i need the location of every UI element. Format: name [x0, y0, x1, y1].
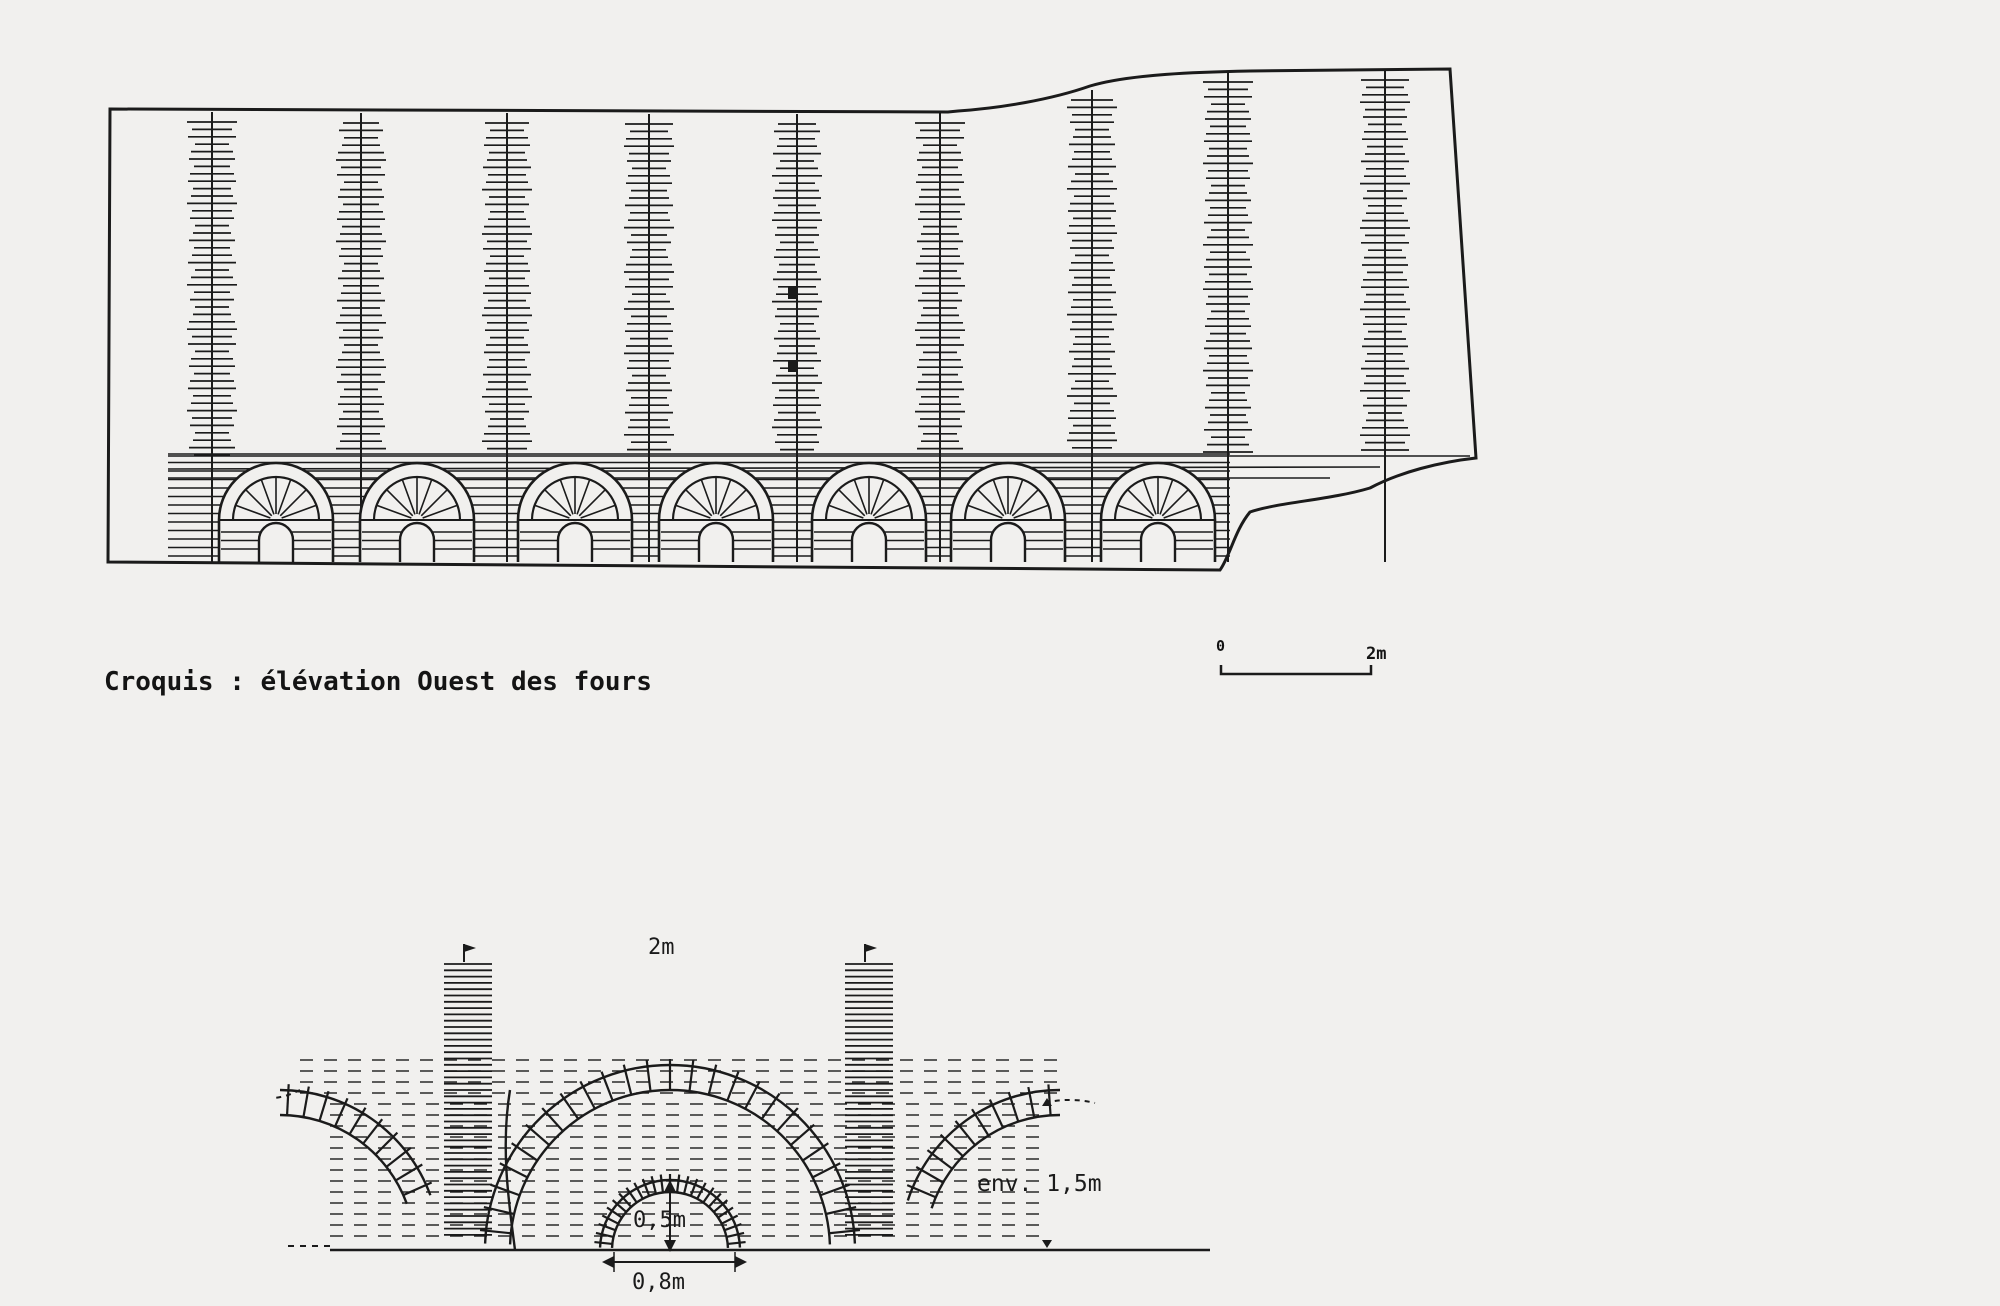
- scale-bar: 0 2m: [1216, 637, 1386, 676]
- door-opening: [1139, 521, 1177, 562]
- right-vault: [906, 1084, 1061, 1209]
- west-elevation-drawing: [106, 67, 1478, 572]
- scale-bar-end-label: 2m: [1366, 644, 1386, 664]
- arch-outline: [949, 461, 1067, 562]
- arch-outline: [657, 461, 775, 562]
- oven-arch: [810, 461, 928, 562]
- door-opening: [989, 521, 1027, 562]
- pillar: [915, 113, 965, 562]
- left-vault: [279, 1084, 433, 1205]
- oven-arches: [217, 461, 1217, 562]
- elevation-outline: [106, 67, 1478, 572]
- oven-arch: [358, 461, 476, 562]
- oven-arch: [657, 461, 775, 562]
- bolt-mark-lower: [788, 360, 797, 372]
- arch-outline: [516, 461, 634, 562]
- chimney: [845, 944, 893, 1236]
- right-vault-dotted-extension: [1044, 1099, 1096, 1104]
- section-top-dimension-label: 2m: [648, 935, 675, 960]
- chimney-flag: [464, 944, 476, 952]
- door-opening: [850, 521, 888, 562]
- arch-outline: [358, 461, 476, 562]
- left-vault-dotted-extension: [271, 1089, 301, 1099]
- opening-width-label: 0,8m: [632, 1270, 685, 1295]
- door-opening: [257, 521, 295, 562]
- bolt-mark-upper: [788, 287, 797, 299]
- pillar: [1203, 72, 1253, 562]
- oven-arch: [217, 461, 335, 562]
- opening-height-label: 0,5m: [633, 1208, 686, 1233]
- pillar: [624, 114, 674, 562]
- pillar: [1067, 90, 1117, 562]
- oven-arch: [516, 461, 634, 562]
- drawing-caption: Croquis : élévation Ouest des fours: [104, 667, 652, 697]
- pillar: [772, 114, 822, 562]
- chimney: [444, 944, 492, 1236]
- height-dimension: [1042, 1098, 1052, 1248]
- pillar: [1360, 70, 1410, 562]
- section-height-label: env. 1,5m: [977, 1171, 1102, 1197]
- opening-width-dimension: [602, 1252, 747, 1272]
- central-vault: [479, 1059, 861, 1245]
- door-opening: [398, 521, 436, 562]
- pillar: [336, 113, 386, 562]
- oven-arch: [949, 461, 1067, 562]
- arch-outline: [1099, 461, 1217, 562]
- oven-arch: [1099, 461, 1217, 562]
- door-opening: [697, 521, 735, 562]
- section-vaults: [271, 1059, 1096, 1251]
- arch-outline: [217, 461, 335, 562]
- chimney-flag: [865, 944, 877, 952]
- scale-bar-start-label: 0: [1216, 637, 1225, 655]
- course-line: [167, 466, 1381, 470]
- section-chimneys: [444, 944, 893, 1236]
- pillar: [482, 113, 532, 562]
- arch-outline: [810, 461, 928, 562]
- oven-section-drawing: env. 1,5m 0,5m 0,8m 2m: [271, 935, 1210, 1295]
- pillar-hatching: [187, 70, 1410, 562]
- pillar: [187, 112, 237, 562]
- door-opening: [556, 521, 594, 562]
- opening-height-dimension: [664, 1180, 676, 1252]
